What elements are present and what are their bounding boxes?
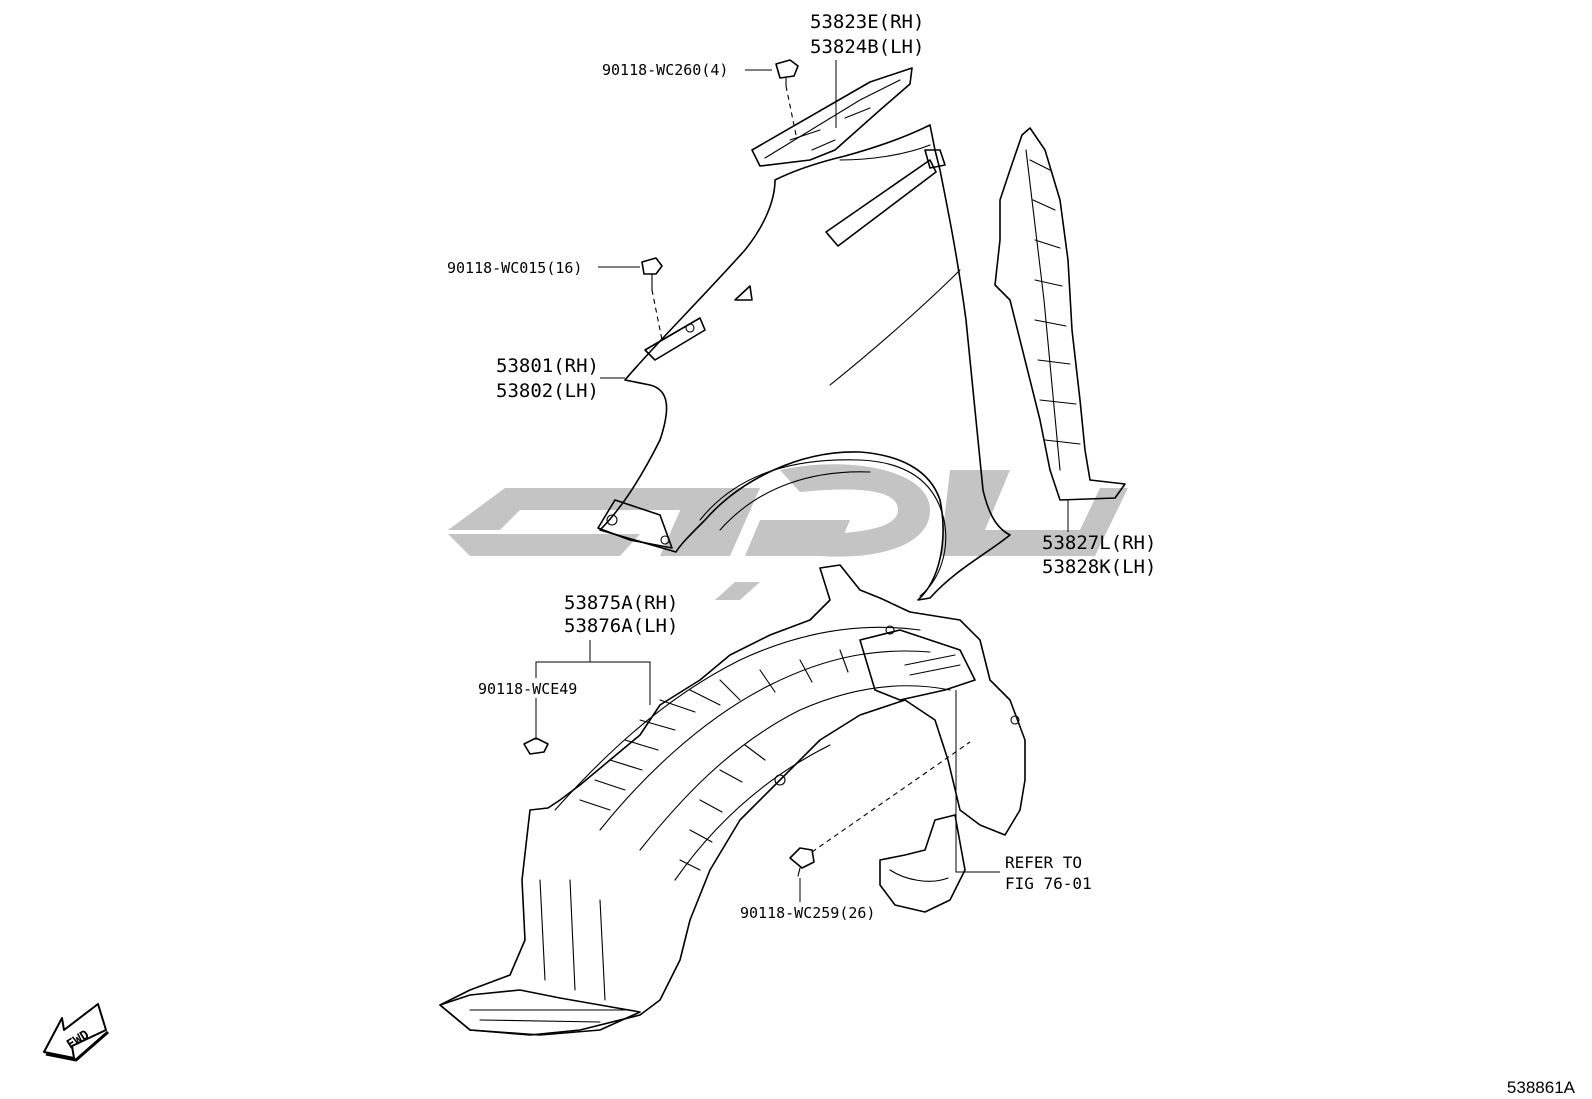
label-fender-lh: 53802(LH): [496, 380, 599, 402]
mud-flap: [879, 814, 966, 913]
leader-lines: [535, 60, 1069, 902]
label-fender-rh: 53801(RH): [496, 355, 599, 377]
fender-seal: [994, 127, 1126, 501]
clip-liner-icon: [789, 847, 815, 877]
label-liner-rh: 53875A(RH): [564, 592, 678, 614]
forward-arrow-icon: FWD: [43, 1003, 109, 1062]
label-refer-line1: REFER TO: [1005, 853, 1082, 872]
label-seal-lh: 53828K(LH): [1042, 556, 1156, 578]
nut-icon: [523, 737, 549, 755]
label-bolt: 90118-WC015(16): [447, 259, 582, 277]
figure-id: 538861A: [1507, 1078, 1576, 1097]
fender-upper-strip: [751, 67, 913, 167]
front-fender: [597, 124, 1011, 601]
label-nut: 90118-WCE49: [478, 680, 577, 698]
clip-liner-path: [811, 741, 971, 853]
watermark-logo: [448, 464, 1128, 600]
label-clip-top: 90118-WC260(4): [602, 61, 728, 79]
bolt-path: [651, 289, 663, 341]
label-seal-rh: 53827L(RH): [1042, 532, 1156, 554]
label-strip-rh: 53823E(RH): [810, 11, 924, 33]
label-refer-line2: FIG 76-01: [1005, 874, 1092, 893]
label-clip-liner: 90118-WC259(26): [740, 904, 875, 922]
label-strip-lh: 53824B(LH): [810, 36, 924, 58]
label-liner-lh: 53876A(LH): [564, 615, 678, 637]
bolt-icon: [641, 257, 663, 291]
wheel-well-liner: [439, 564, 1026, 1036]
clip-top-icon: [775, 59, 799, 87]
